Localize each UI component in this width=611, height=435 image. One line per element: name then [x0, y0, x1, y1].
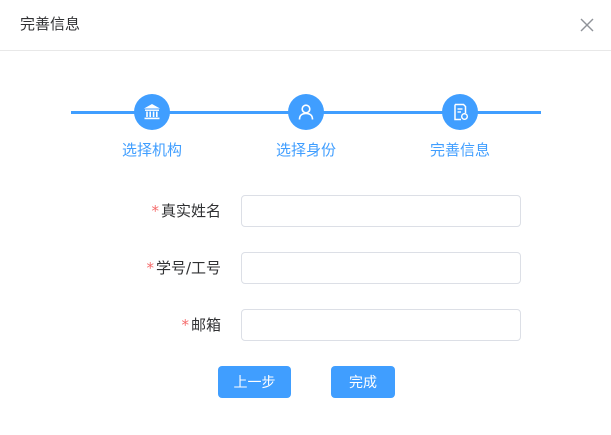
dialog-header: 完善信息 — [0, 0, 611, 51]
email-label-text: 邮箱 — [190, 316, 221, 334]
step-select-institution: 选择机构 — [82, 94, 222, 160]
step-select-identity: 选择身份 — [236, 94, 376, 160]
step-label: 完善信息 — [429, 141, 490, 159]
required-mark: * — [146, 259, 154, 277]
close-icon[interactable] — [577, 15, 597, 35]
previous-step-button[interactable]: 上一步 — [218, 366, 291, 398]
bank-icon — [134, 94, 170, 130]
real-name-label: *真实姓名 — [151, 195, 221, 227]
student-id-label-text: 学号/工号 — [155, 259, 221, 277]
email-input[interactable] — [241, 309, 521, 341]
student-id-input[interactable] — [241, 252, 521, 284]
required-mark: * — [181, 316, 189, 334]
required-mark: * — [151, 202, 159, 220]
dialog-title: 完善信息 — [20, 15, 81, 33]
form-row-email: *邮箱 — [0, 309, 611, 341]
done-button[interactable]: 完成 — [331, 366, 395, 398]
real-name-label-text: 真实姓名 — [160, 202, 221, 220]
student-id-label: *学号/工号 — [146, 252, 221, 284]
form-row-real-name: *真实姓名 — [0, 195, 611, 227]
document-edit-icon — [442, 94, 478, 130]
step-label: 选择机构 — [121, 141, 182, 159]
email-label: *邮箱 — [181, 309, 221, 341]
step-label: 选择身份 — [275, 141, 336, 159]
step-complete-info: 完善信息 — [390, 94, 530, 160]
form-row-student-id: *学号/工号 — [0, 252, 611, 284]
user-icon — [288, 94, 324, 130]
real-name-input[interactable] — [241, 195, 521, 227]
